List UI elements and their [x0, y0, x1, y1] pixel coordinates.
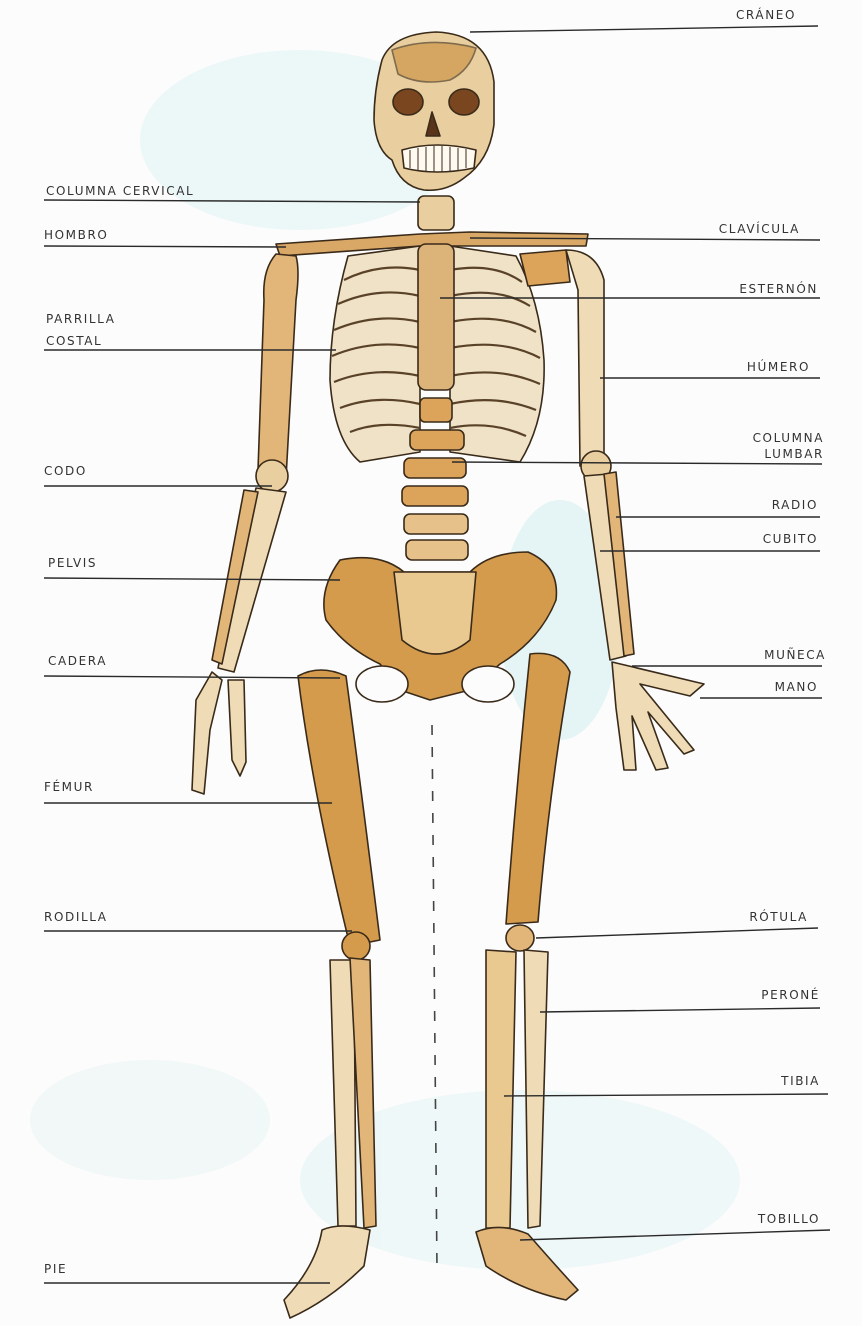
label-humero: HÚMERO [747, 360, 810, 374]
rule-pelvis [44, 578, 340, 580]
rule-rotula [536, 928, 818, 938]
label-esternon: ESTERNÓN [739, 282, 818, 296]
label-rotula: RÓTULA [749, 910, 808, 924]
arm-left [192, 254, 298, 794]
label-femur: FÉMUR [44, 780, 94, 794]
label-craneo: CRÁNEO [736, 8, 796, 22]
label-pelvis: PELVIS [48, 556, 97, 570]
label-columna-lumbar: COLUMNA LUMBAR [714, 430, 824, 462]
label-clavicula: CLAVÍCULA [719, 222, 800, 236]
label-codo: CODO [44, 464, 87, 478]
cervical-spine [418, 196, 454, 230]
label-cubito: CUBITO [763, 532, 818, 546]
label-tobillo: TOBILLO [758, 1212, 820, 1226]
label-mano: MANO [775, 680, 818, 694]
label-tibia: TIBIA [781, 1074, 820, 1088]
rule-perone [540, 1008, 820, 1012]
rule-cadera [44, 676, 340, 678]
rule-columna-lumbar [452, 462, 822, 464]
label-pie: PIE [44, 1262, 67, 1276]
rule-hombro [44, 246, 286, 247]
label-parrilla-costal: PARRILLA COSTAL [46, 308, 146, 352]
label-perone: PERONÉ [761, 988, 820, 1002]
label-columna-cervical: COLUMNA CERVICAL [46, 184, 194, 198]
rule-craneo [470, 26, 818, 32]
label-radio: RADIO [772, 498, 818, 512]
label-cadera: CADERA [48, 654, 107, 668]
label-rodilla: RODILLA [44, 910, 108, 924]
label-muneca: MUÑECA [764, 648, 826, 662]
label-hombro: HOMBRO [44, 228, 108, 242]
